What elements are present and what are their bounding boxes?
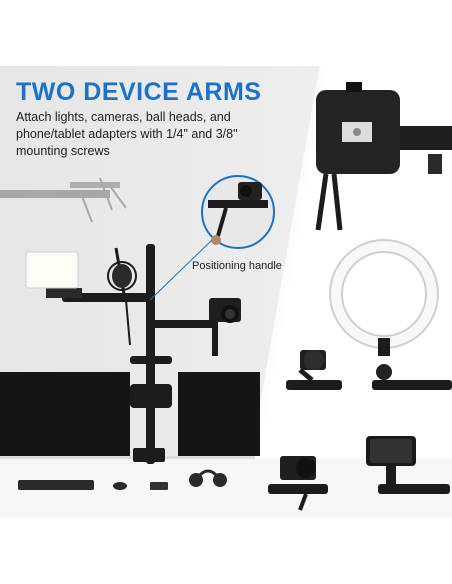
left-device-arm bbox=[62, 293, 150, 302]
phone-holder bbox=[366, 436, 450, 494]
callout-label: Positioning handle bbox=[192, 260, 282, 272]
ring-light bbox=[329, 239, 452, 390]
callout-leader bbox=[149, 239, 213, 301]
phone bbox=[150, 482, 168, 490]
camera-right bbox=[209, 298, 241, 323]
camera-bottom bbox=[268, 456, 328, 511]
headphones bbox=[189, 469, 227, 487]
desk-edge bbox=[0, 456, 255, 459]
mounting-plate-closeup bbox=[315, 82, 452, 231]
ball-head bbox=[286, 350, 342, 390]
keyboard bbox=[18, 480, 94, 490]
left-monitor bbox=[0, 372, 130, 456]
right-device-arm bbox=[152, 320, 216, 328]
headline: TWO DEVICE ARMS bbox=[16, 78, 262, 106]
monitor-bracket bbox=[130, 384, 172, 408]
microphone bbox=[107, 247, 137, 346]
handle-callout bbox=[201, 175, 275, 249]
pole-clamp bbox=[133, 448, 165, 462]
mounting-plate-left bbox=[46, 288, 82, 298]
right-monitor bbox=[178, 372, 260, 456]
ghost-arm bbox=[0, 177, 127, 223]
mouse bbox=[113, 482, 127, 490]
mount-pole bbox=[146, 244, 155, 464]
description: Attach lights, cameras, ball heads, and … bbox=[16, 110, 238, 158]
